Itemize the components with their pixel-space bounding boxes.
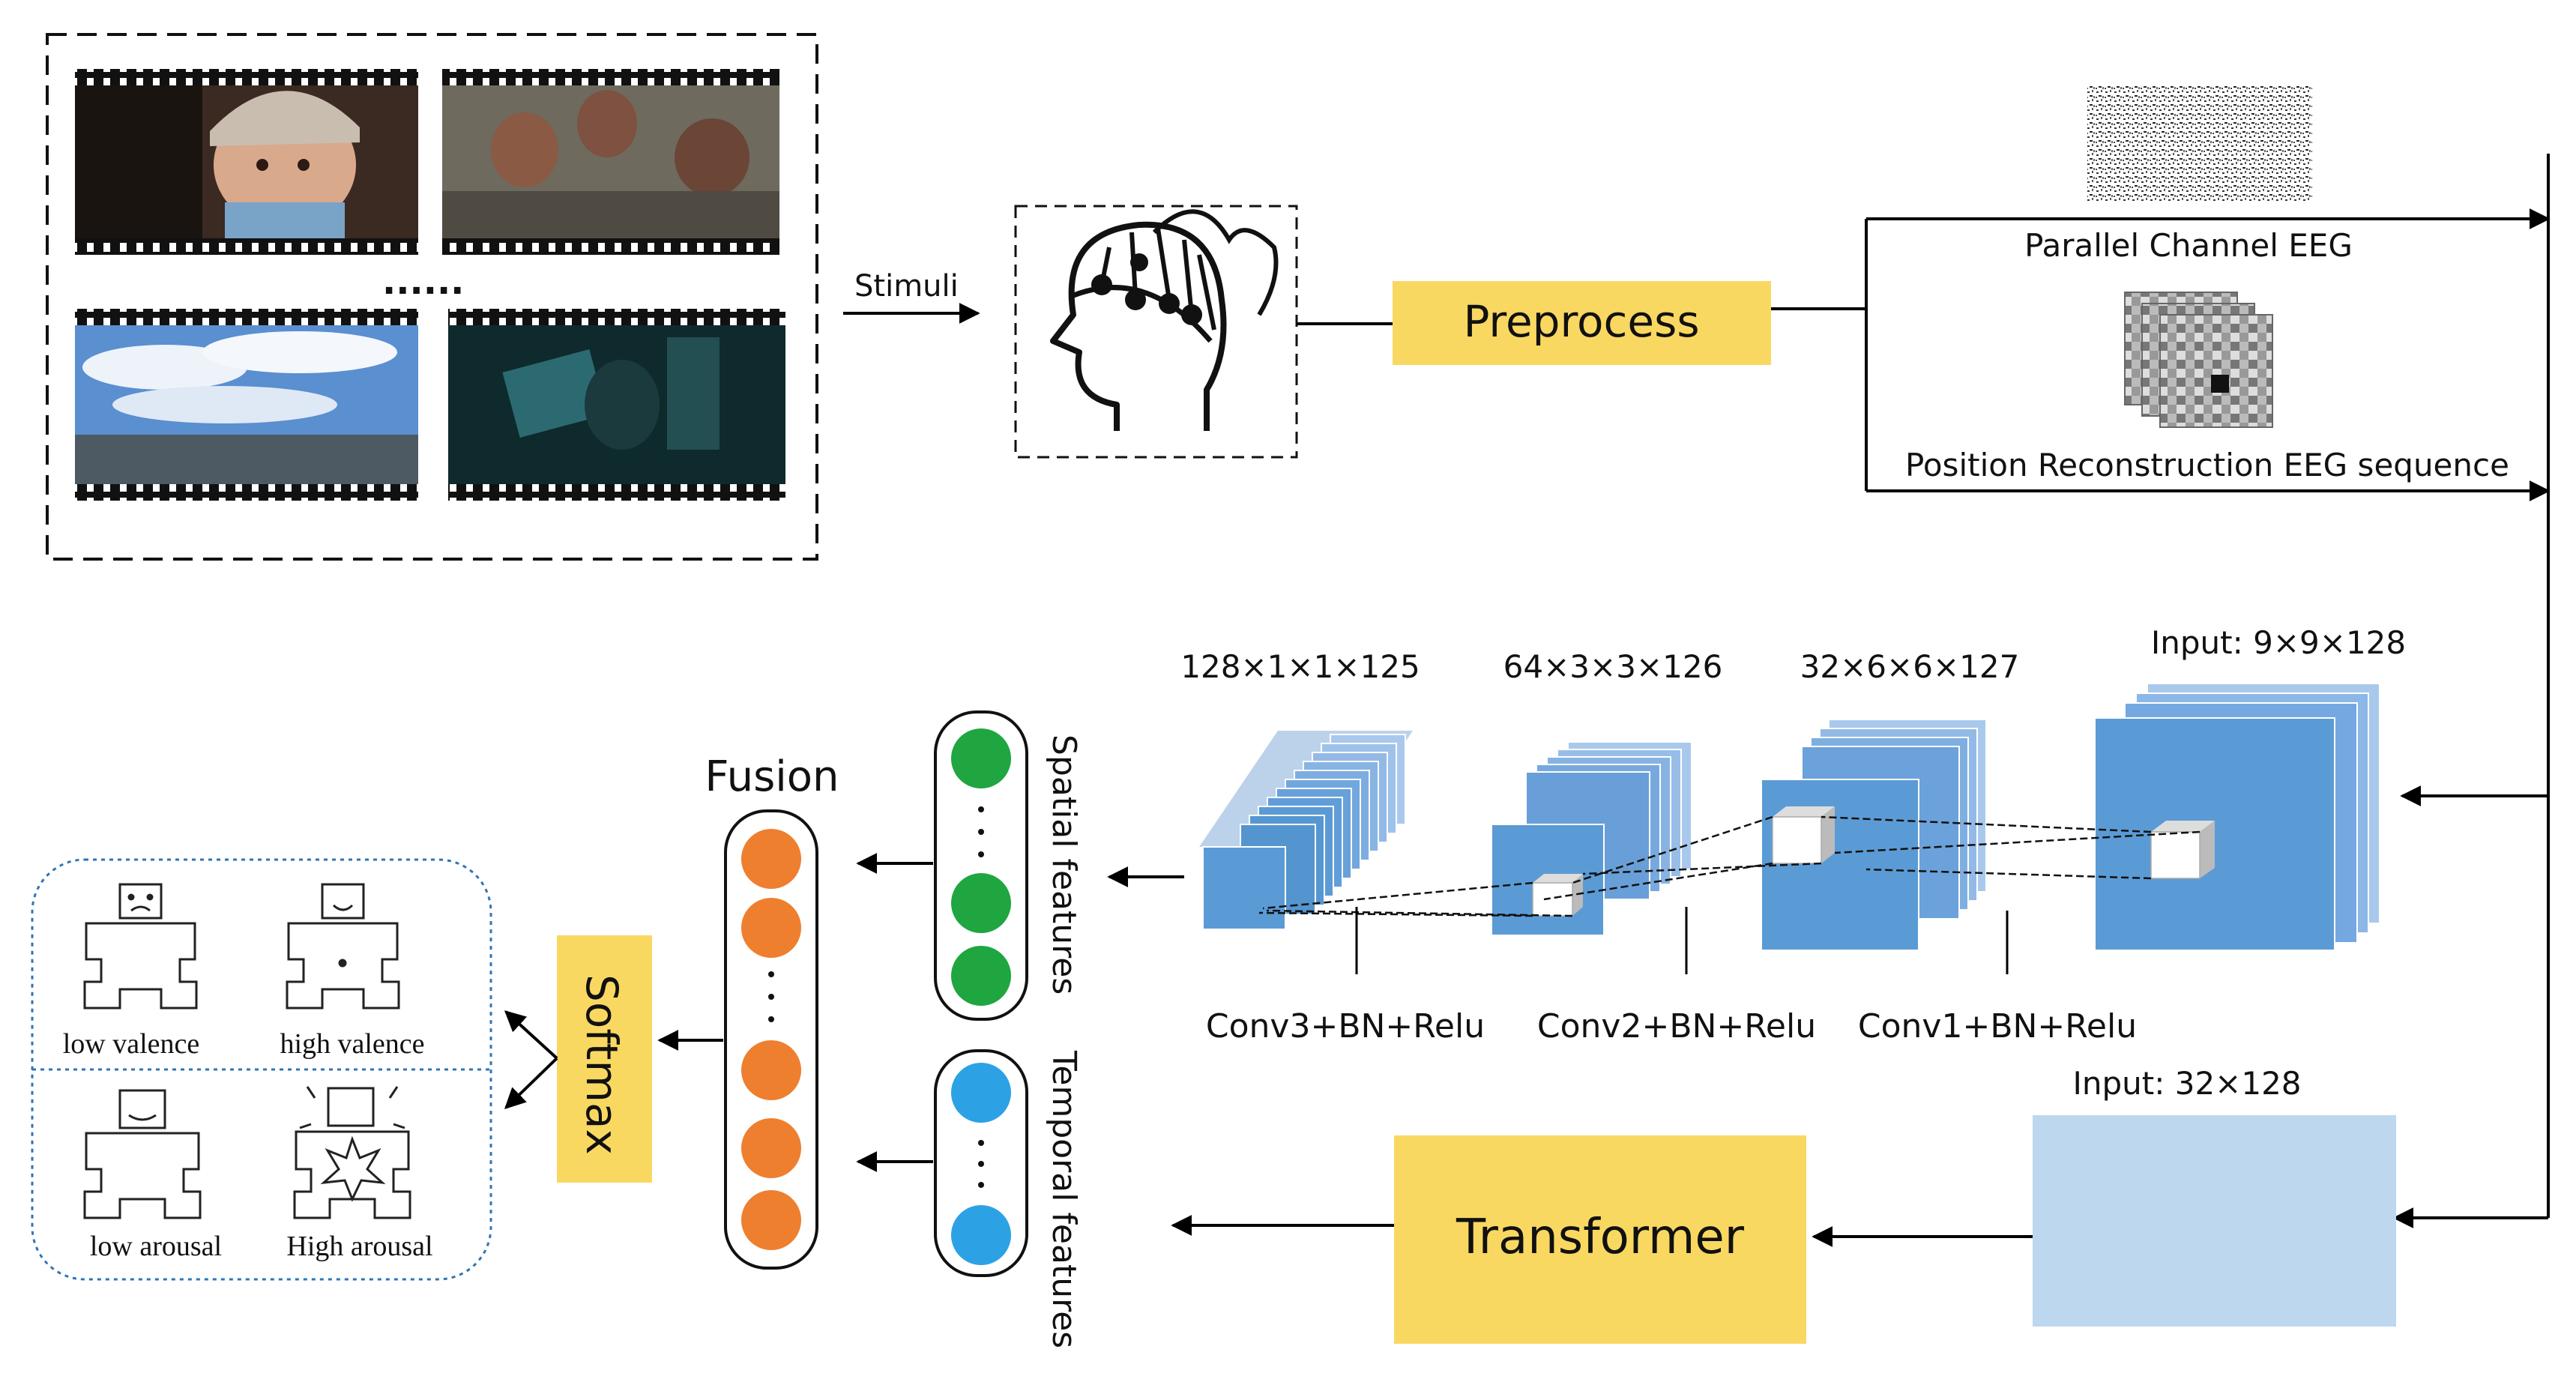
conv-projection-lines (1258, 815, 2201, 917)
eeg-head-icon (1014, 205, 1298, 459)
transformer-label: Transformer (1456, 1210, 1745, 1265)
conv2-dim-label: 64×3×3×126 (1503, 648, 1723, 685)
parallel-eeg-label: Parallel Channel EEG (2024, 227, 2353, 264)
high-arousal-figure (293, 1086, 411, 1219)
cnn-input-label: Input: 9×9×128 (2151, 624, 2406, 661)
emotion-label-low-arousal: low arousal (90, 1231, 222, 1262)
conv3-label: Conv3+BN+Relu (1206, 1007, 1485, 1045)
softmax-label: Softmax (576, 974, 627, 1155)
position-eeg-label: Position Reconstruction EEG sequence (1905, 447, 2509, 483)
transformer-box: Transformer (1394, 1135, 1806, 1344)
temporal-input-block (2033, 1115, 2396, 1327)
film-frame-baby (75, 69, 418, 255)
conv2-label: Conv2+BN+Relu (1537, 1007, 1816, 1045)
film-frame-children (442, 69, 779, 255)
parallel-eeg-image (2087, 86, 2312, 202)
cnn-input-volume (2094, 683, 2380, 951)
softmax-to-arousal-arrow (504, 1057, 558, 1109)
position-eeg-image (2124, 292, 2273, 428)
conv1-dim-label: 32×6×6×127 (1800, 648, 2020, 685)
stimuli-label: Stimuli (854, 269, 959, 304)
conv3-dim-label: 128×1×1×125 (1180, 648, 1420, 685)
spatial-features-label: Spatial features (1045, 734, 1083, 995)
film-frame-sky (75, 309, 418, 501)
preprocess-label: Preprocess (1463, 296, 1699, 347)
low-valence-figure (83, 883, 198, 1010)
spatial-features-capsule (934, 710, 1028, 1021)
film-frame-dark (448, 309, 785, 501)
sam-figures (83, 883, 411, 1219)
emotion-label-high-valence: high valence (280, 1028, 424, 1060)
temporal-features-label: Temporal features (1045, 1050, 1083, 1348)
more-frames-dots: ...... (382, 261, 464, 303)
fusion-label: Fusion (705, 752, 839, 801)
softmax-to-valence-arrow (504, 1010, 558, 1060)
emotion-label-high-arousal: High arousal (286, 1231, 432, 1262)
softmax-box: Softmax (557, 935, 652, 1183)
preprocess-box: Preprocess (1393, 281, 1771, 365)
conv1-label: Conv1+BN+Relu (1858, 1007, 2137, 1045)
low-arousal-figure (83, 1089, 202, 1219)
conv1-volume (1761, 719, 1987, 951)
temporal-input-label: Input: 32×128 (2072, 1065, 2301, 1102)
emotion-label-low-valence: low valence (63, 1028, 200, 1060)
conv2-volume (1491, 741, 1692, 936)
temporal-features-capsule (934, 1049, 1028, 1277)
high-valence-figure (286, 883, 400, 1010)
conv3-volume (1199, 731, 1413, 930)
emotion-panel (31, 858, 492, 1281)
fusion-capsule (724, 809, 818, 1270)
stimuli-panel: ...... (46, 33, 818, 561)
